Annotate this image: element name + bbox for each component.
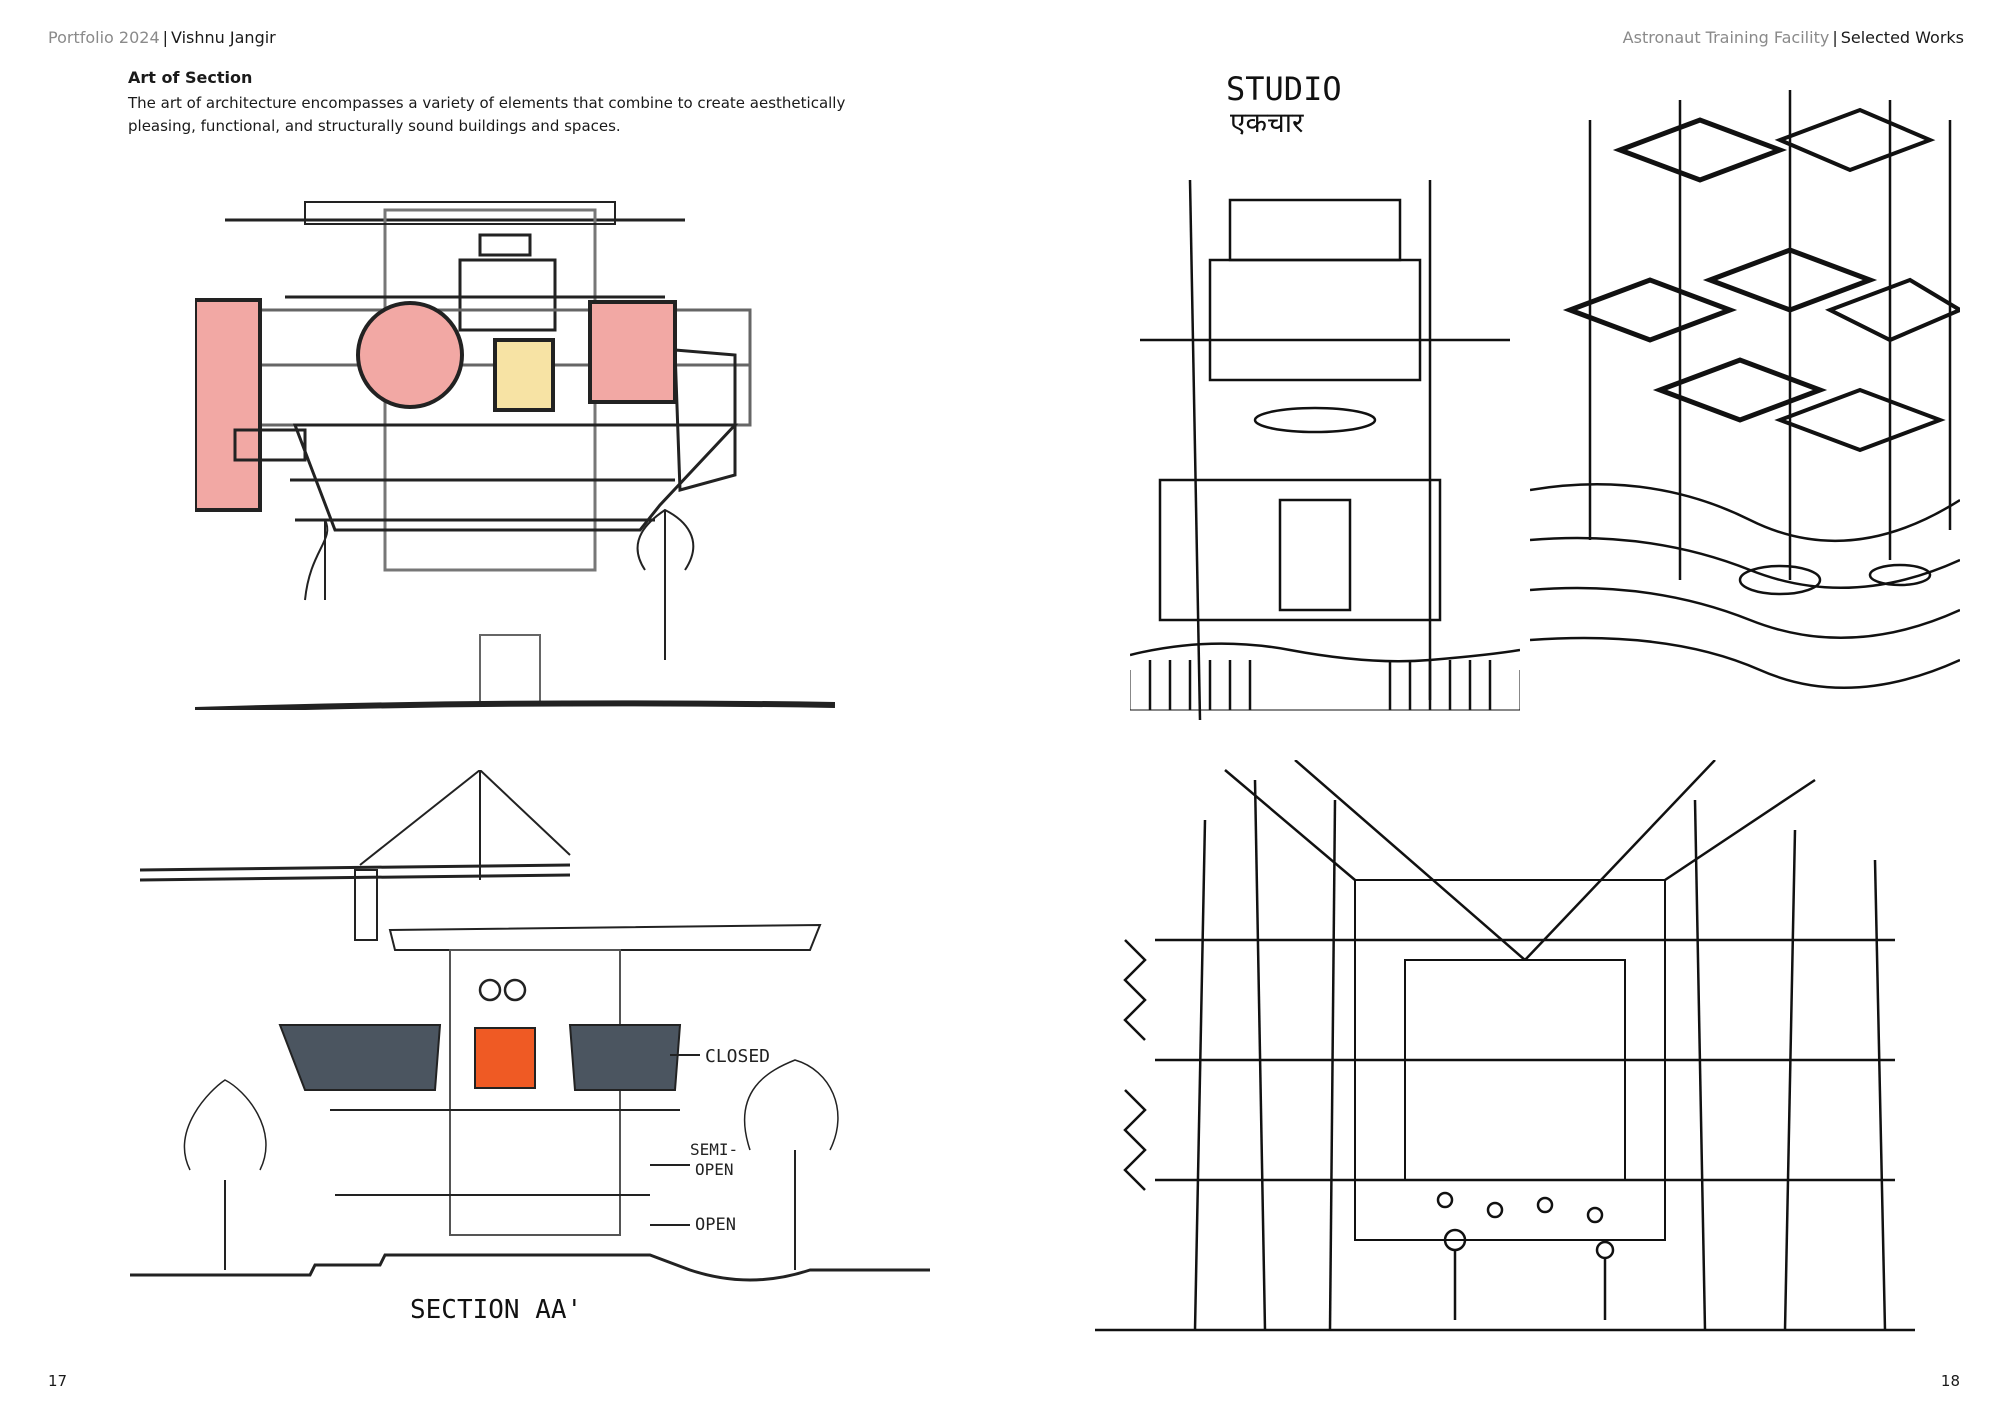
sketch-section-aa: CLOSED SEMI- OPEN OPEN SECTION AA' — [130, 770, 930, 1325]
sketch-interior-scaffolding — [1095, 760, 1915, 1332]
author-name: Vishnu Jangir — [171, 28, 276, 47]
section-aa-title: SECTION AA' — [410, 1295, 582, 1325]
slate-block-right — [568, 1024, 682, 1091]
semi-open-label-1: SEMI- — [690, 1140, 738, 1159]
header-right: Astronaut Training Facility|Selected Wor… — [1622, 28, 1964, 47]
open-label: OPEN — [695, 1215, 736, 1235]
pink-circle-room — [356, 301, 464, 409]
slate-block-left — [278, 1024, 442, 1091]
section-description: The art of architecture encompasses a va… — [128, 94, 846, 135]
sketch-studio: STUDIO एकचार — [1130, 70, 1520, 720]
studio-subtext: एकचार — [1230, 106, 1304, 139]
sketch-isometric — [1530, 90, 1960, 689]
semi-open-label-2: OPEN — [695, 1160, 734, 1179]
header-left: Portfolio 2024|Vishnu Jangir — [48, 28, 276, 47]
pink-block-right — [588, 300, 677, 404]
pink-block-left — [195, 298, 262, 512]
project-title: Astronaut Training Facility — [1622, 28, 1830, 47]
yellow-room — [493, 338, 555, 412]
section-title: Art of Section — [128, 68, 253, 87]
closed-label: CLOSED — [705, 1046, 770, 1067]
page-number-right: 18 — [1940, 1372, 1960, 1390]
portfolio-label: Portfolio 2024 — [48, 28, 160, 47]
orange-room — [474, 1027, 536, 1089]
page-number-left: 17 — [48, 1372, 68, 1390]
sketch-section-colored — [195, 201, 835, 710]
section-name: Selected Works — [1840, 28, 1964, 47]
studio-text: STUDIO — [1226, 70, 1342, 108]
